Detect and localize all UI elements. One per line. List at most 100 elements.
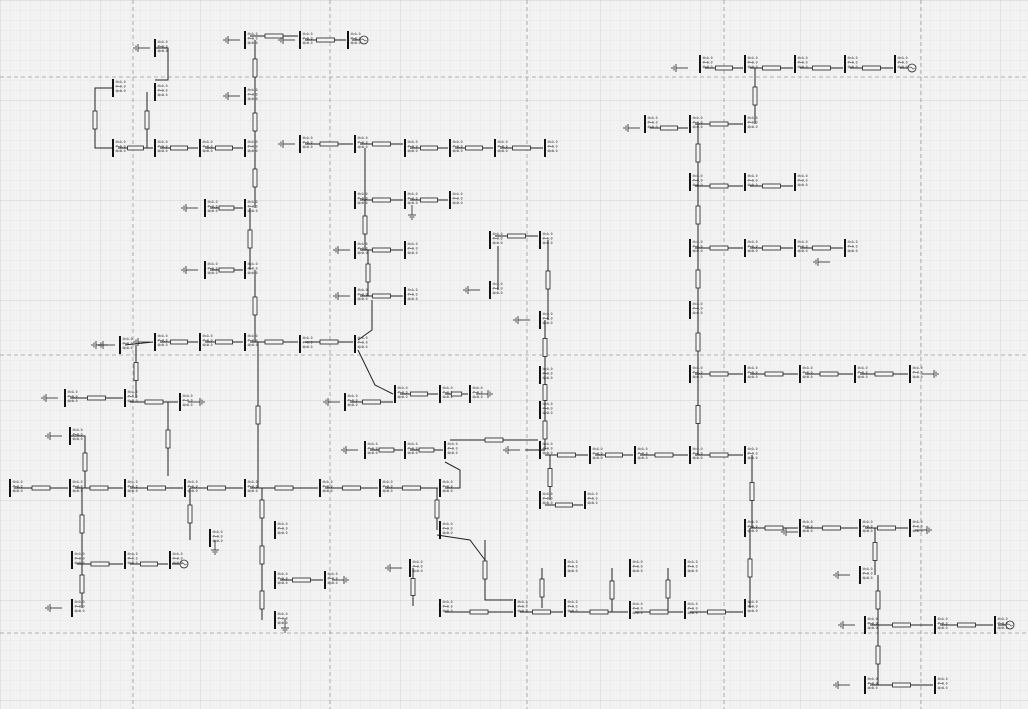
bus-node[interactable]: V=1.0P=0.0Q=0.0 xyxy=(799,365,813,383)
line-resistor[interactable] xyxy=(747,528,753,608)
line-resistor[interactable] xyxy=(695,183,743,189)
bus-node[interactable]: V=1.0P=0.0Q=0.0 xyxy=(744,239,758,257)
bus-node[interactable]: V=1.0P=0.0Q=0.0 xyxy=(909,365,923,383)
bus-node[interactable]: V=1.0P=0.0Q=0.0 xyxy=(404,441,418,459)
line-resistor[interactable] xyxy=(872,528,878,575)
ground-icon[interactable] xyxy=(211,540,219,555)
line-resistor[interactable] xyxy=(77,561,123,567)
bus-node[interactable]: V=1.0P=0.0Q=0.0 xyxy=(744,446,758,464)
bus-node[interactable]: V=1.0P=0.0Q=0.0 xyxy=(404,191,418,209)
bus-node[interactable]: V=1.0P=0.0Q=0.0 xyxy=(449,191,463,209)
bus-node[interactable]: V=1.0P=0.0Q=0.0 xyxy=(124,479,138,497)
line-resistor[interactable] xyxy=(305,37,346,43)
line-resistor[interactable] xyxy=(690,609,743,615)
line-resistor[interactable] xyxy=(545,502,583,508)
ground-icon[interactable] xyxy=(223,36,240,44)
bus-node[interactable]: V=1.0P=0.0Q=0.0 xyxy=(844,239,858,257)
line-resistor[interactable] xyxy=(865,525,908,531)
line-resistor[interactable] xyxy=(609,568,615,612)
line-resistor[interactable] xyxy=(695,121,743,127)
bus-node[interactable]: V=1.0P=0.0Q=0.0 xyxy=(354,241,368,259)
line-resistor[interactable] xyxy=(545,240,551,320)
bus-node[interactable]: V=1.0P=0.0Q=0.0 xyxy=(299,135,313,153)
ground-icon[interactable] xyxy=(922,370,939,378)
bus-node[interactable]: V=1.0P=0.0Q=0.0 xyxy=(909,519,923,537)
bus-node[interactable]: V=1.0P=0.0Q=0.0 xyxy=(154,83,168,101)
bus-node[interactable]: V=1.0P=0.0Q=0.0 xyxy=(699,55,713,73)
bus-node[interactable]: V=1.0P=0.0Q=0.0 xyxy=(154,139,168,157)
bus-node[interactable]: V=1.0P=0.0Q=0.0 xyxy=(344,393,358,411)
bus-node[interactable]: V=1.0P=0.0Q=0.0 xyxy=(629,601,643,619)
line-resistor[interactable] xyxy=(70,395,123,401)
line-resistor[interactable] xyxy=(252,96,258,148)
generator-icon[interactable] xyxy=(900,63,917,73)
ground-icon[interactable] xyxy=(278,140,295,148)
line-resistor[interactable] xyxy=(870,682,933,688)
bus-node[interactable]: V=1.0P=0.0Q=0.0 xyxy=(324,571,338,589)
ground-icon[interactable] xyxy=(671,64,688,72)
line-resistor[interactable] xyxy=(542,320,548,375)
line-resistor[interactable] xyxy=(130,485,183,491)
generator-icon[interactable] xyxy=(172,559,189,569)
bus-node[interactable]: V=1.0P=0.0Q=0.0 xyxy=(112,79,126,97)
bus-node[interactable]: V=1.0P=0.0Q=0.0 xyxy=(379,479,393,497)
bus-node[interactable]: V=1.0P=0.0Q=0.0 xyxy=(744,55,758,73)
ground-icon[interactable] xyxy=(503,446,520,454)
ground-icon[interactable] xyxy=(281,618,289,633)
bus-node[interactable]: V=1.0P=0.0Q=0.0 xyxy=(799,519,813,537)
bus-node[interactable]: V=1.0P=0.0Q=0.0 xyxy=(274,571,288,589)
bus-node[interactable]: V=1.0P=0.0Q=0.0 xyxy=(684,559,698,577)
line-resistor[interactable] xyxy=(547,455,553,500)
ground-icon[interactable] xyxy=(781,528,798,536)
line-resistor[interactable] xyxy=(595,452,633,458)
bus-node[interactable]: V=1.0P=0.0Q=0.0 xyxy=(744,115,758,133)
ground-icon[interactable] xyxy=(332,576,349,584)
bus-node[interactable]: V=1.0P=0.0Q=0.0 xyxy=(169,551,183,569)
line-resistor[interactable] xyxy=(133,345,139,398)
line-resistor[interactable] xyxy=(650,125,688,131)
line-resistor[interactable] xyxy=(250,485,318,491)
line-resistor[interactable] xyxy=(410,447,443,453)
line-resistor[interactable] xyxy=(640,452,688,458)
bus-node[interactable]: V=1.0P=0.0Q=0.0 xyxy=(9,479,23,497)
line-resistor[interactable] xyxy=(434,488,440,530)
bus-node[interactable]: V=1.0P=0.0Q=0.0 xyxy=(564,599,578,617)
ground-icon[interactable] xyxy=(91,341,108,349)
bus-node[interactable]: V=1.0P=0.0Q=0.0 xyxy=(204,199,218,217)
line-resistor[interactable] xyxy=(870,622,933,628)
line-resistor[interactable] xyxy=(210,267,243,273)
ground-icon[interactable] xyxy=(623,124,640,132)
line-resistor[interactable] xyxy=(805,525,858,531)
bus-node[interactable]: V=1.0P=0.0Q=0.0 xyxy=(859,519,873,537)
bus-node[interactable]: V=1.0P=0.0Q=0.0 xyxy=(684,601,698,619)
bus-node[interactable]: V=1.0P=0.0Q=0.0 xyxy=(439,385,453,403)
line-resistor[interactable] xyxy=(360,247,403,253)
bus-node[interactable]: V=1.0P=0.0Q=0.0 xyxy=(204,261,218,279)
ground-icon[interactable] xyxy=(463,286,480,294)
line-resistor[interactable] xyxy=(805,371,853,377)
line-resistor[interactable] xyxy=(860,371,908,377)
line-resistor[interactable] xyxy=(940,622,993,628)
bus-node[interactable]: V=1.0P=0.0Q=0.0 xyxy=(112,139,126,157)
bus-node[interactable]: V=1.0P=0.0Q=0.0 xyxy=(994,616,1008,634)
bus-node[interactable]: V=1.0P=0.0Q=0.0 xyxy=(854,365,868,383)
bus-node[interactable]: V=1.0P=0.0Q=0.0 xyxy=(744,599,758,617)
line-resistor[interactable] xyxy=(118,145,153,151)
ground-icon[interactable] xyxy=(333,292,350,300)
bus-node[interactable]: V=1.0P=0.0Q=0.0 xyxy=(404,287,418,305)
bus-node[interactable]: V=1.0P=0.0Q=0.0 xyxy=(404,241,418,259)
line-resistor[interactable] xyxy=(665,568,671,610)
line-resistor[interactable] xyxy=(360,293,403,299)
bus-node[interactable]: V=1.0P=0.0Q=0.0 xyxy=(124,389,138,407)
ground-icon[interactable] xyxy=(813,258,830,266)
bus-node[interactable]: V=1.0P=0.0Q=0.0 xyxy=(644,115,658,133)
bus-node[interactable]: V=1.0P=0.0Q=0.0 xyxy=(154,333,168,351)
ground-icon[interactable] xyxy=(476,390,493,398)
line-resistor[interactable] xyxy=(495,233,538,239)
line-resistor[interactable] xyxy=(750,371,798,377)
line-resistor[interactable] xyxy=(350,399,393,405)
bus-node[interactable]: V=1.0P=0.0Q=0.0 xyxy=(894,55,908,73)
bus-node[interactable]: V=1.0P=0.0Q=0.0 xyxy=(794,239,808,257)
line-resistor[interactable] xyxy=(695,452,743,458)
